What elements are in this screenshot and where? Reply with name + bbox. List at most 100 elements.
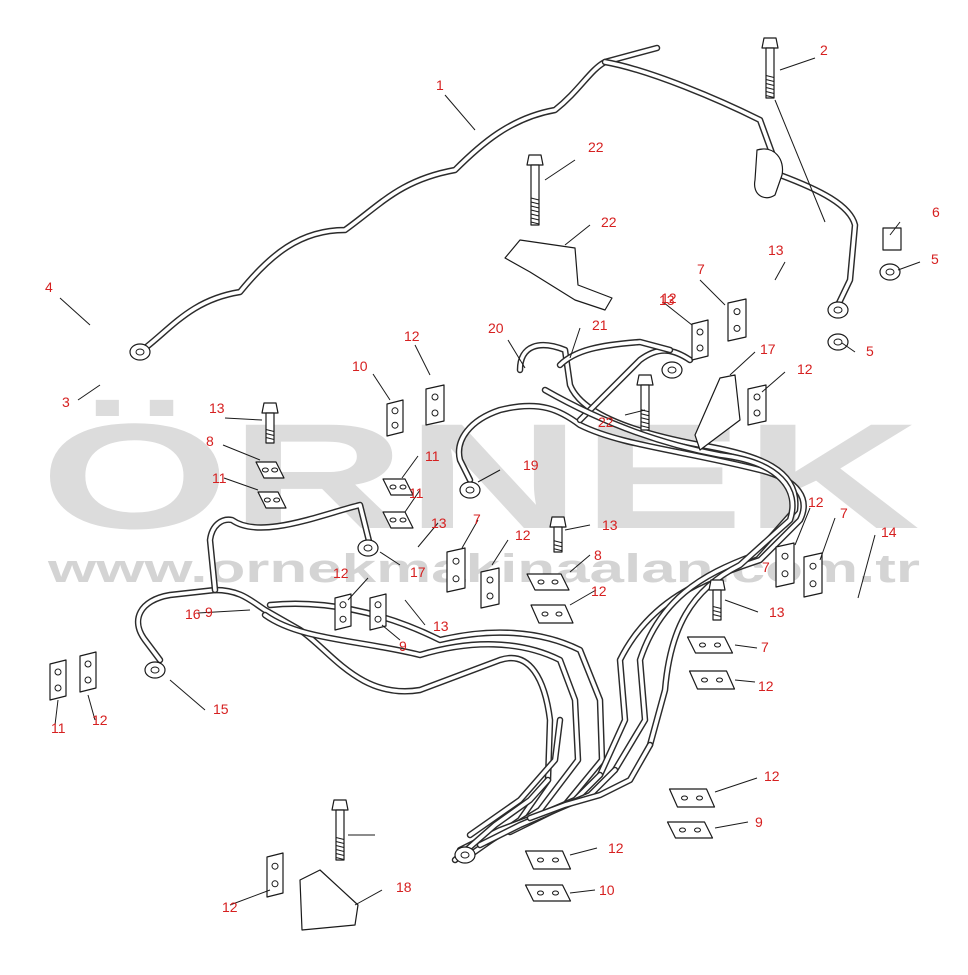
part-number-label: 12 — [92, 712, 108, 728]
part-number-label: 7 — [762, 559, 770, 575]
part-number-label: 8 — [594, 547, 602, 563]
fuel-pipe-bore — [136, 588, 552, 857]
leader-line — [779, 57, 816, 71]
leader-line — [381, 624, 401, 641]
fuel-pipe-bore — [543, 388, 795, 747]
leader-line — [889, 221, 901, 236]
leader-line — [819, 517, 836, 561]
clamp-12-a — [530, 604, 574, 624]
leader-line — [564, 224, 591, 246]
plate-9-a — [666, 821, 714, 839]
part-number-label: 3 — [62, 394, 70, 410]
bolt-13-c — [708, 579, 726, 621]
part-number-label: 19 — [523, 457, 539, 473]
part-number-label: 12 — [758, 678, 774, 694]
leader-line — [222, 444, 261, 461]
part-number-label: 17 — [410, 564, 426, 580]
pipe-bracket-2 — [753, 148, 784, 199]
leader-line — [897, 261, 921, 271]
bracket-17-top — [694, 374, 741, 451]
leader-line — [569, 327, 581, 359]
leader-line — [223, 477, 259, 491]
plate-7-left — [446, 547, 466, 593]
clamp-12-right — [691, 319, 709, 361]
leader-line — [624, 409, 646, 416]
leader-line — [354, 889, 383, 906]
plug-6 — [882, 227, 902, 251]
clamp-12-bottom — [266, 852, 284, 898]
washer-5-upper — [879, 263, 901, 281]
part-labels: 1234556777778899910101111111112121212121… — [45, 42, 940, 915]
part-number-label: 11 — [409, 485, 424, 501]
plate-7-b — [686, 636, 734, 654]
part-number-label: 22 — [588, 139, 604, 155]
part-number-label: 6 — [932, 204, 940, 220]
fuel-pipe-bore — [208, 503, 372, 592]
part-number-label: 12 — [404, 328, 420, 344]
fuel-pipe-bore — [263, 613, 580, 844]
nut-19 — [661, 361, 683, 379]
bolt-2 — [761, 37, 779, 99]
plate-9-upper — [386, 399, 404, 437]
leader-line — [734, 644, 758, 649]
plate-11-top — [257, 491, 287, 509]
leader-line — [169, 679, 206, 711]
nipple-end — [129, 343, 151, 361]
fuel-pipe-bore — [453, 778, 550, 862]
part-number-label: 9 — [399, 638, 407, 654]
part-number-label: 10 — [352, 358, 368, 374]
leader-line — [714, 821, 749, 829]
leader-line — [857, 534, 876, 599]
part-number-label: 7 — [473, 511, 481, 527]
part-number-label: 5 — [866, 343, 874, 359]
part-number-label: 17 — [760, 341, 776, 357]
part-number-label: 5 — [931, 251, 939, 267]
leader-line — [507, 339, 526, 369]
leader-lines — [54, 57, 921, 906]
fuel-pipe-bore — [603, 60, 857, 307]
clamp-11-bottom — [79, 651, 97, 693]
bracket-17-bottom — [299, 869, 359, 931]
clamp-11-left — [334, 593, 352, 631]
part-number-label: 13 — [659, 292, 675, 308]
bolt-22-top — [526, 154, 544, 226]
fuel-pipe-bore — [528, 743, 652, 820]
leader-line — [491, 539, 509, 566]
clamp-12-c — [668, 788, 716, 808]
part-number-label: 22 — [601, 214, 617, 230]
part-number-label: 7 — [761, 639, 769, 655]
part-number-label: 9 — [755, 814, 763, 830]
nut-16 — [357, 539, 379, 557]
part-number-label: 15 — [213, 701, 229, 717]
leader-line — [564, 524, 591, 531]
parts-group — [49, 37, 902, 931]
part-number-label: 2 — [820, 42, 828, 58]
leader-line — [461, 519, 479, 549]
nut-18 — [459, 481, 481, 499]
nut-bundle-end — [454, 846, 476, 864]
leader-line — [714, 777, 758, 793]
part-number-label: 21 — [592, 317, 608, 333]
part-number-label: 12 — [661, 290, 677, 306]
leader-line — [724, 599, 759, 613]
clamp-12-d — [524, 850, 572, 870]
washer-5-lower — [827, 333, 849, 351]
plate-8-left — [369, 593, 387, 631]
part-number-label: 13 — [431, 515, 447, 531]
eye-fitting — [827, 301, 849, 319]
part-number-label: 12 — [808, 494, 824, 510]
leader-line — [477, 469, 501, 483]
part-number-label: 12 — [591, 583, 607, 599]
leader-line — [569, 847, 598, 856]
fuel-pipe-bore — [578, 348, 692, 422]
part-number-label: 7 — [697, 261, 705, 277]
leader-line — [841, 342, 856, 353]
leader-line — [729, 351, 756, 376]
leader-line — [774, 99, 826, 223]
part-number-label: 12 — [797, 361, 813, 377]
leader-line — [734, 679, 756, 683]
leader-line — [774, 261, 786, 281]
clamp-12-upper — [425, 384, 445, 426]
part-number-label: 14 — [881, 524, 897, 540]
leader-line — [417, 522, 439, 548]
